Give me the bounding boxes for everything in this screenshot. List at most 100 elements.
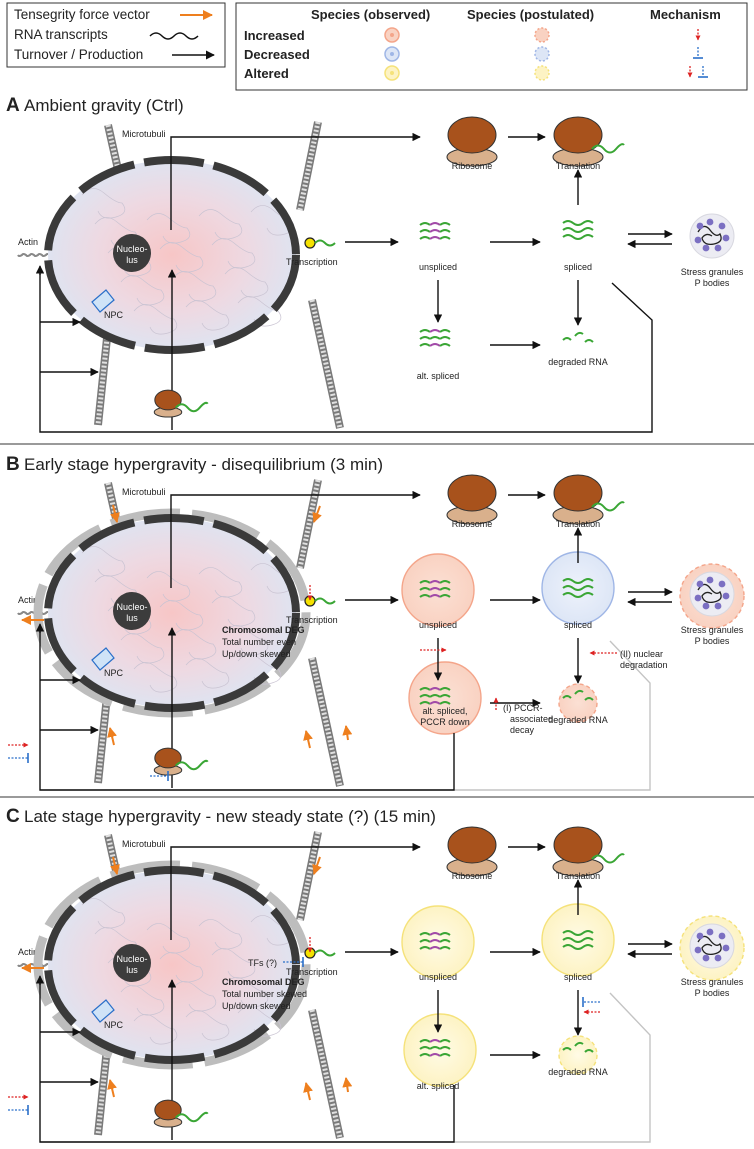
panel-a-title: Ambient gravity (Ctrl) [24,96,184,115]
chromatin [185,1010,230,1041]
npc-icon [91,289,115,313]
mrna-strand [174,759,209,771]
stress-granule-protein [694,594,702,602]
spliced-label: spliced [564,620,592,630]
stress-granule-protein [706,576,714,584]
chromosomal-deg-line2: Up/down skewed [222,649,291,659]
chromatin [185,658,230,689]
rna-transcript [439,580,451,584]
rna-intron [429,1046,441,1050]
species-highlight [558,683,598,723]
force-vector-arrow [342,725,353,741]
rna-fragment [584,339,594,343]
chromatin [120,275,165,306]
chromatin [237,654,282,685]
stress-granule-rna [697,583,722,604]
rna-transcript [439,932,451,936]
tfs-label: TFs (?) [248,958,277,968]
rna-fragment [562,1047,572,1051]
force-vector-arrow [303,730,313,749]
chromosomal-deg-line2: Up/down skewed [222,1001,291,1011]
force-vector-arrow [107,727,117,746]
rna-fragment [584,697,594,701]
chromosomal-deg-line1: Total number skewed [222,989,307,999]
rna-transcript [419,946,431,950]
rna-intron [429,580,441,584]
chromatin [81,188,126,219]
rna-intron [429,329,441,333]
translation-label: Translation [556,161,600,171]
degraded-label: degraded RNA [548,1067,608,1077]
species-highlight [408,661,482,735]
chromatin [211,596,256,627]
rna-fragment [562,695,572,699]
actin-label: Actin [18,237,38,247]
chromatin [120,633,165,664]
stress-granules-label: Stress granules [681,625,744,635]
npc-icon [91,999,115,1023]
p-bodies-label: P bodies [695,278,730,288]
panel-c-title: Late stage hypergravity - new steady sta… [24,807,436,826]
chromosomal-deg-title: Chromosomal DEG [222,977,305,987]
chromatin [237,1006,282,1037]
transcription-site [304,237,316,249]
rna-transcript [419,229,431,233]
chromatin [133,304,178,335]
rna-transcript [562,937,594,943]
npc-icon [91,647,115,671]
nuclear-degradation-label-1: (II) nuclear [620,649,663,659]
chromatin [198,567,243,598]
chromatin [81,898,126,929]
rna-transcript [562,592,594,598]
rna-fragment [574,1041,584,1047]
stress-granule-protein [702,602,710,610]
chromatin [146,923,191,954]
rna-transcript [439,222,451,226]
rna-transcript [439,587,451,591]
arrow-to-ribosome [170,842,421,940]
chromatin [198,209,243,240]
pccr-label-3: decay [510,725,535,735]
rna-transcript [419,1046,431,1050]
panel-b-letter: B [6,454,20,475]
ribosome-large-subunit [553,474,603,512]
stress-granule-protein [696,932,704,940]
rna-transcript [419,236,431,240]
ribosome-label: Ribosome [452,871,493,881]
microtubule-pattern [95,999,115,1136]
chromatin [211,238,256,269]
rna-transcript [439,687,451,691]
chromatin [237,296,282,327]
stress-granules-label: Stress granules [681,977,744,987]
arrow-to-ribosome [170,132,421,230]
nascent-rna [314,597,336,605]
microtubule-pattern [297,479,321,569]
rna-transcript [439,229,451,233]
nucleolus-label-2: lus [126,965,138,975]
rna-transcript [419,580,431,584]
alt-spliced-label-b1: alt. spliced, [422,706,467,716]
p-bodies-label: P bodies [695,988,730,998]
legend-row-increased: Increased [244,28,305,43]
rna-transcript [419,587,431,591]
rna-transcript [419,336,431,340]
microtubule-pattern [297,831,321,921]
species-highlight [401,553,475,627]
rna-transcript [562,578,594,584]
rna-fragment [562,337,572,341]
pccr-label-2: associated [510,714,553,724]
species-highlight [403,1013,477,1087]
rna-transcript [419,594,431,598]
rna-transcript [439,343,451,347]
microtubuli-label: Microtubuli [122,129,166,139]
spliced-label: spliced [564,262,592,272]
rna-transcript [419,222,431,226]
stress-granule-protein [722,234,730,242]
rna-transcript [419,329,431,333]
chromatin [146,571,191,602]
chromatin [172,271,217,302]
legend-right: Species (observed) Species (postulated) … [235,2,748,91]
chromatin [211,948,256,979]
actin-label: Actin [18,595,38,605]
